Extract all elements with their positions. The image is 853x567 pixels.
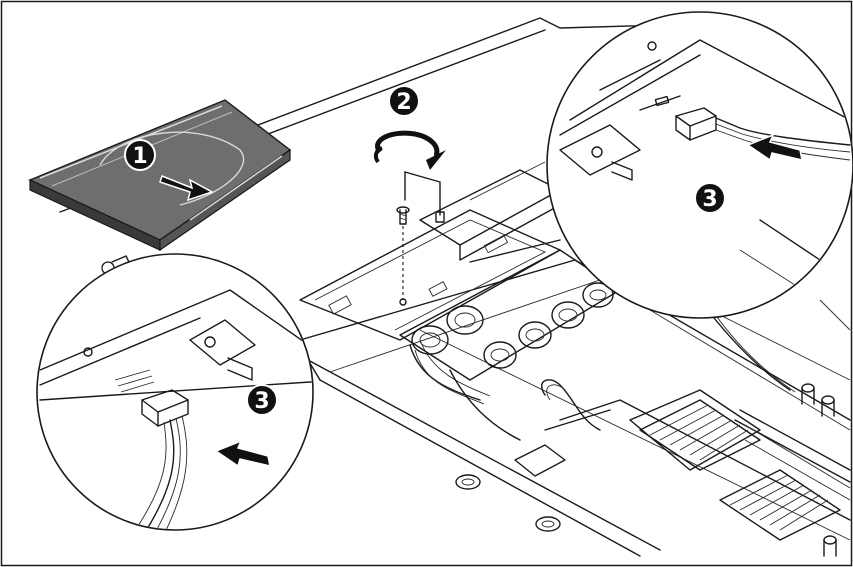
step-2-number: 2 — [396, 90, 411, 115]
step-3-number-right: 3 — [702, 187, 717, 212]
fan-4 — [518, 321, 552, 349]
disc-outline — [99, 131, 245, 206]
step-3-number-left: 3 — [254, 389, 269, 414]
callout-right — [469, 11, 853, 319]
capacitor-2 — [821, 395, 835, 417]
step-2-badge: 2 — [388, 85, 420, 117]
fan-6 — [582, 282, 614, 308]
rail-slot-2 — [535, 516, 561, 532]
heatsink-1 — [639, 399, 761, 471]
step-1-badge: 1 — [124, 139, 156, 171]
screw-hole — [399, 298, 407, 306]
rail-slot-1 — [455, 474, 481, 490]
step-3-badge-right: 3 — [694, 182, 726, 214]
step-1-number: 1 — [132, 144, 147, 169]
step-3-badge-left: 3 — [246, 384, 278, 416]
optical-drive-tray — [28, 99, 292, 275]
air-duct — [559, 399, 851, 521]
slide-arrow-icon — [159, 175, 214, 202]
fan-5 — [551, 301, 585, 329]
motherboard — [629, 383, 851, 557]
callout-left — [36, 253, 321, 531]
push-arrow-right-icon — [746, 133, 803, 162]
capacitor-1 — [801, 383, 815, 405]
screw-icon — [396, 206, 410, 225]
power-connector-left — [131, 389, 189, 529]
chassis-front-rail — [319, 379, 641, 557]
push-arrow-left-icon — [214, 439, 271, 468]
heatsink-2 — [719, 469, 841, 541]
capacitor-3 — [823, 535, 837, 557]
screwdriver-icon — [404, 171, 445, 223]
chassis-top-edge — [59, 17, 701, 201]
fan-2 — [446, 305, 484, 335]
cable-clip-pad — [514, 444, 566, 477]
fan-3 — [483, 341, 517, 369]
rotate-arrow-icon — [373, 130, 446, 170]
cable-bundle — [409, 299, 796, 441]
memory-slots — [734, 409, 851, 501]
